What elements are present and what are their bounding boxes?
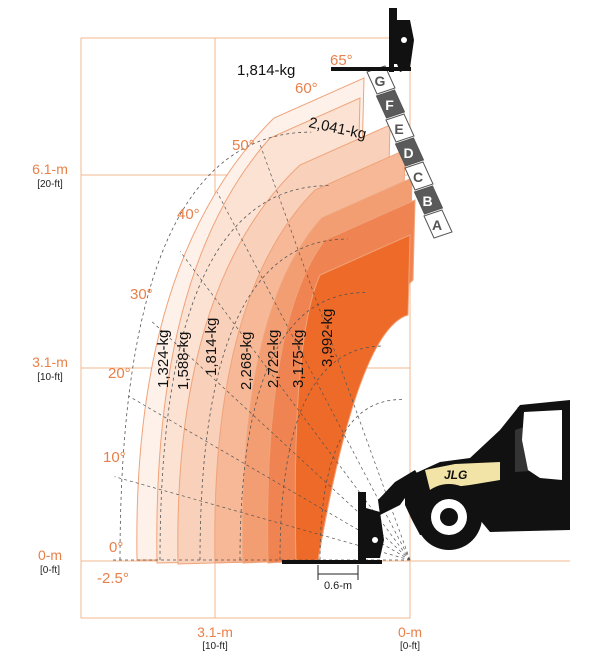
top-load-1814: 1,814-kg (237, 62, 295, 79)
reach-arc (159, 185, 330, 561)
boom-section-label: D (403, 145, 413, 161)
height-tick-3m-ft: [10-ft] (37, 372, 63, 383)
load-zone-label: 3,992-kg (319, 309, 336, 367)
boom-section-label: G (375, 73, 386, 89)
reach-arc (319, 399, 402, 561)
boom-section-label: F (385, 97, 394, 113)
reach-tick-0m: 0-m (398, 624, 422, 640)
load-zone-label: 1,814-kg (203, 318, 220, 376)
top-fork-carriage (331, 8, 414, 72)
angle-50: 50° (232, 137, 255, 154)
load-zone-label: 2,722-kg (265, 330, 282, 388)
angle-60: 60° (295, 80, 318, 97)
angle-neg-2-5: -2.5° (97, 570, 129, 587)
load-zone-label: 2,268-kg (238, 332, 255, 390)
angle-30: 30° (130, 286, 153, 303)
angle-ray (179, 251, 411, 561)
fork-dimension-label: 0.6-m (324, 580, 352, 592)
boom-section-label: C (413, 169, 423, 185)
boom-section-label: A (432, 217, 442, 233)
angle-20: 20° (108, 365, 131, 382)
height-tick-6m-ft: [20-ft] (37, 179, 63, 190)
fork-tine (282, 560, 382, 564)
load-zones (136, 77, 416, 565)
machine-yellow-panel (425, 462, 500, 490)
fork-dimension: 0.6-m (317, 565, 359, 592)
brand-logo: JLG (444, 468, 467, 482)
reach-arc (199, 238, 348, 561)
angle-ray (259, 144, 411, 561)
reach-tick-3m: 3.1-m (197, 624, 233, 640)
boom-section (375, 89, 406, 119)
reach-arc (239, 292, 366, 561)
reach-tick-0m-ft: [0-ft] (400, 641, 420, 652)
angle-40: 40° (177, 206, 200, 223)
boom-section (423, 209, 453, 239)
load-zone-label: 1,324-kg (155, 330, 172, 388)
angle-65: 65° (330, 52, 353, 69)
height-tick-3m: 3.1-m (32, 354, 68, 370)
angle-ray (149, 319, 411, 561)
chart-frame (80, 37, 411, 619)
boom-section (413, 185, 444, 215)
boom-section (385, 113, 415, 143)
boom-section-label: E (394, 121, 403, 137)
load-zone-label: 3,175-kg (290, 330, 307, 388)
load-zone-label: 1,588-kg (175, 332, 192, 390)
reach-tick-3m-ft: [10-ft] (202, 641, 228, 652)
angle-0: 0° (109, 539, 123, 556)
height-tick-0m-ft: [0-ft] (40, 565, 60, 576)
telehandler-machine: JLG (282, 400, 570, 564)
load-zone (294, 234, 411, 564)
reach-arc (279, 345, 384, 561)
boom-section (404, 161, 434, 191)
height-tick-6m: 6.1-m (32, 161, 68, 177)
reach-arc (119, 131, 312, 561)
height-tick-0m: 0-m (38, 547, 62, 563)
angle-10: 10° (103, 449, 126, 466)
boom-section (394, 137, 425, 167)
boom-section-label: B (422, 193, 432, 209)
